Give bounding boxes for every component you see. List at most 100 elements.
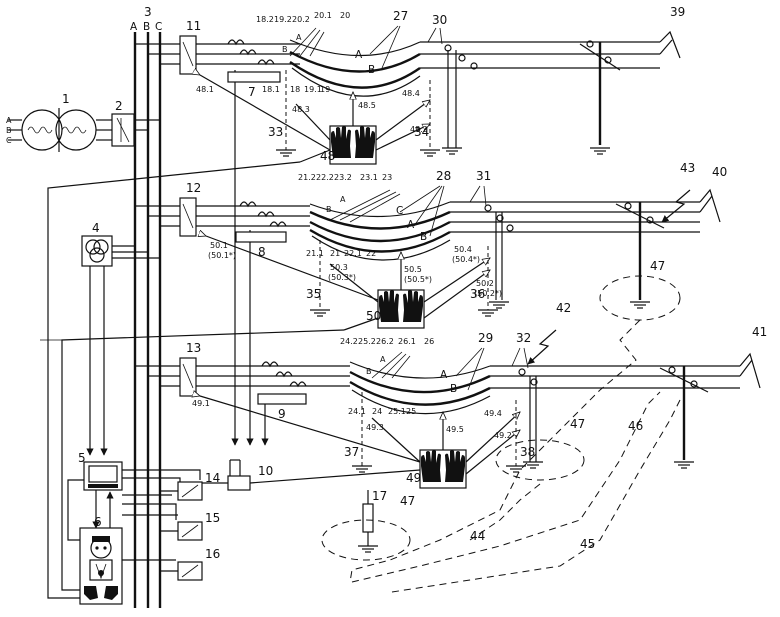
- label-47b: 47: [570, 417, 585, 431]
- label-b-s3: B: [366, 367, 372, 376]
- label-12: 12: [186, 181, 201, 195]
- label-39: 39: [670, 5, 685, 19]
- label-25-1: 25.1: [388, 407, 406, 416]
- ground-resistor-17: 17 47: [322, 489, 415, 560]
- label-31: 31: [476, 169, 491, 183]
- label-49-1: 49.1: [192, 399, 210, 408]
- label-28: 28: [436, 169, 451, 183]
- label-50-4: 50.4: [454, 245, 472, 254]
- label-1: 1: [62, 92, 70, 106]
- label-47c: 47: [400, 494, 415, 508]
- label-50-4b: (50.4*): [452, 255, 480, 264]
- label-49-5: 49.5: [446, 425, 464, 434]
- label-45: 45: [580, 537, 595, 551]
- label-20-1: 20.1: [314, 11, 332, 20]
- label-48-3: 48.3: [292, 105, 310, 114]
- label-24-2: 24.2: [340, 337, 358, 346]
- label-47a: 47: [650, 259, 665, 273]
- label-10: 10: [258, 464, 273, 478]
- label-21: 21: [330, 249, 340, 258]
- label-a-s2: A: [340, 195, 346, 204]
- cable-b-2: B: [420, 231, 427, 243]
- robot-operator-icon: 6: [80, 515, 122, 604]
- label-a-s3: A: [380, 355, 386, 364]
- label-9: 9: [278, 407, 286, 421]
- supply-transformer: A B C 1: [6, 92, 112, 152]
- label-48-5: 48.5: [358, 101, 376, 110]
- label-50-1b: (50.1*): [208, 251, 236, 260]
- label-16: 16: [205, 547, 220, 561]
- label-50-5: 50.5: [404, 265, 422, 274]
- label-48-4: 48.4: [402, 89, 420, 98]
- label-15: 15: [205, 511, 220, 525]
- label-50-3b: (50.3*): [328, 273, 356, 282]
- tier-2: 12 8 50.1 (50.1*) C A B 21.2 22.2 23.2 2…: [135, 161, 727, 328]
- cable-a-1: A: [355, 49, 363, 61]
- label-50-1: 50.1: [210, 241, 228, 250]
- label-43: 43: [680, 161, 695, 175]
- label-29: 29: [478, 331, 493, 345]
- label-19: 19: [320, 85, 330, 94]
- label-35: 35: [306, 287, 321, 301]
- label-36: 36: [470, 287, 485, 301]
- label-32: 32: [516, 331, 531, 345]
- label-41: 41: [752, 325, 767, 339]
- label-7: 7: [248, 85, 256, 99]
- relay-16: 16: [160, 547, 220, 580]
- label-4: 4: [92, 221, 100, 235]
- label-21-1: 21.1: [306, 249, 324, 258]
- bus-b-label: B: [143, 21, 150, 33]
- label-23-1: 23.1: [360, 173, 378, 182]
- label-40: 40: [712, 165, 727, 179]
- label-21-2: 21.2: [298, 173, 316, 182]
- label-17: 17: [372, 489, 387, 503]
- label-5: 5: [78, 451, 86, 465]
- label-18-1: 18.1: [262, 85, 280, 94]
- label-22-2: 22.2: [316, 173, 334, 182]
- component-10: 10: [202, 70, 420, 490]
- label-13: 13: [186, 341, 201, 355]
- label-49-3: 49.3: [366, 423, 384, 432]
- tier-3: 13 9 49.1 A B 24.2 25.2 26.2 26.1 26 B A…: [135, 301, 767, 488]
- label-18-2: 18.2: [256, 15, 274, 24]
- label-26-1: 26.1: [398, 337, 416, 346]
- label-48-1: 48.1: [196, 85, 214, 94]
- label-25: 25: [406, 407, 416, 416]
- label-a-in: A: [6, 116, 12, 125]
- label-49: 49: [406, 471, 421, 485]
- bus-a-label: A: [130, 21, 138, 33]
- label-22-1: 22.1: [344, 249, 362, 258]
- label-34: 34: [414, 125, 429, 139]
- label-6: 6: [94, 515, 102, 529]
- relay-14: 14: [160, 471, 220, 500]
- label-b-in: B: [6, 126, 12, 135]
- label-11: 11: [186, 19, 201, 33]
- label-a-s1: A: [296, 33, 302, 42]
- label-27: 27: [393, 9, 408, 23]
- label-23: 23: [382, 173, 392, 182]
- label-30: 30: [432, 13, 447, 27]
- cable-b-3: B: [450, 383, 457, 395]
- label-19-2: 19.2: [274, 15, 292, 24]
- label-b-s1: B: [282, 45, 288, 54]
- label-3: 3: [144, 5, 152, 19]
- label-26-2: 26.2: [376, 337, 394, 346]
- busbar: A B C 3: [130, 5, 162, 608]
- computer-monitor-icon: 5: [78, 451, 122, 490]
- bus-c-label: C: [155, 21, 162, 33]
- tier-1: 11 7 48.1 A B 18.2 19.2 20.2 20.1 20 B A…: [135, 5, 685, 164]
- label-50-5b: (50.5*): [404, 275, 432, 284]
- label-b-s2: B: [326, 205, 332, 214]
- label-44: 44: [470, 529, 485, 543]
- label-50-3: 50.3: [330, 263, 348, 272]
- label-23-2: 23.2: [334, 173, 352, 182]
- label-49-4: 49.4: [484, 409, 502, 418]
- label-c-in: C: [6, 136, 12, 145]
- label-24-1: 24.1: [348, 407, 366, 416]
- label-26: 26: [424, 337, 434, 346]
- label-20: 20: [340, 11, 350, 20]
- label-2: 2: [115, 99, 123, 113]
- label-22: 22: [366, 249, 376, 258]
- label-42: 42: [556, 301, 571, 315]
